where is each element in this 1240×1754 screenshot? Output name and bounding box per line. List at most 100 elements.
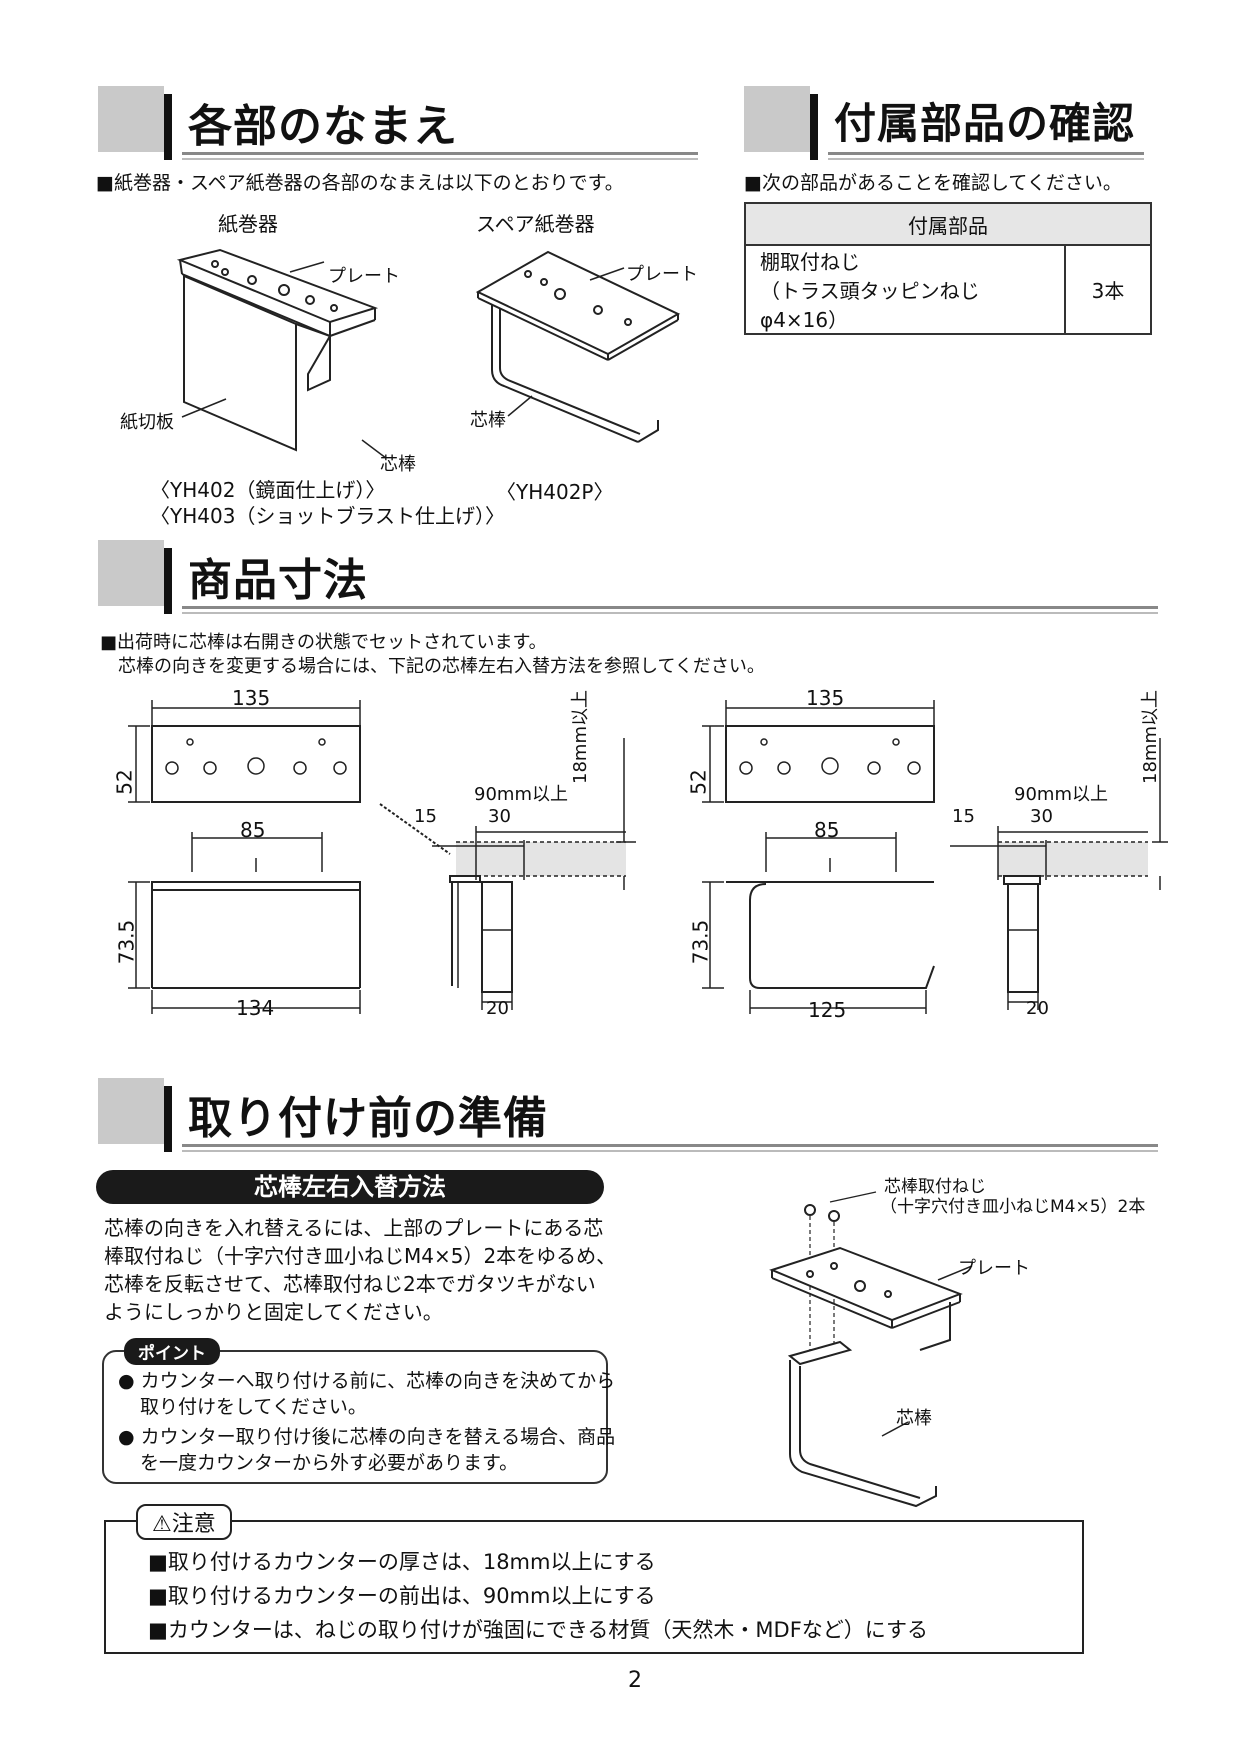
spare-illustration: [475, 250, 681, 443]
dim-125: 125: [808, 998, 847, 1022]
accessories-note: ■次の部品があることを確認してください。: [744, 172, 1122, 194]
dim-20-left: 20: [486, 998, 509, 1019]
section-header-names: 各部のなまえ: [98, 86, 698, 166]
dim-134: 134: [236, 996, 275, 1020]
point-box: [102, 1350, 608, 1484]
item-name-cell: 棚取付ねじ （トラス頭タッピンねじφ4×16）: [744, 244, 1066, 335]
caution-line-1: ■取り付けるカウンターの厚さは、18mm以上にする: [148, 1550, 656, 1574]
spare-leader-plate: [589, 267, 625, 281]
caution-line-3: ■カウンターは、ねじの取り付けが強固にできる材質（天然木・MDFなど）にする: [148, 1618, 928, 1642]
model-yh403: 〈YH403（ショットブラスト仕上げ）〉: [150, 504, 506, 528]
header-rule: [182, 1144, 1158, 1147]
caution-box: [104, 1520, 1084, 1654]
prep-body-line3: 芯棒を反転させて、芯棒取付ねじ2本でガタツキがない: [104, 1272, 596, 1296]
holder-illustration: [176, 248, 379, 452]
holder-title: 紙巻器: [218, 212, 278, 236]
section-title-accessories: 付属部品の確認: [834, 99, 1136, 148]
prep-subhead: 芯棒左右入替方法: [96, 1170, 604, 1204]
dim-52-right: 52: [686, 769, 711, 795]
header-rule: [828, 158, 1144, 160]
holder-label-cutter: 紙切板: [120, 412, 174, 433]
prep-body-line2: 棒取付ねじ（十字穴付き皿小ねじM4×5）2本をゆるめ、: [104, 1244, 617, 1268]
item-name-line1: 棚取付ねじ: [760, 250, 860, 274]
spare-leader-core: [507, 395, 533, 417]
screw-label-1: 芯棒取付ねじ: [884, 1177, 986, 1197]
table-header: 付属部品: [744, 202, 1152, 246]
header-bar: [164, 548, 172, 614]
dim-735-left: 73.5: [114, 919, 139, 965]
item-name-line2: （トラス頭タッピンねじφ4×16）: [760, 279, 980, 332]
header-rule: [182, 152, 698, 155]
dim-85-right: 85: [814, 818, 840, 842]
spare-label-plate: プレート: [626, 264, 698, 285]
dim-90-left: 90mm以上: [474, 784, 568, 805]
exploded-illustration: [769, 1191, 963, 1508]
header-bar: [164, 1086, 172, 1152]
dim-735-right: 73.5: [688, 919, 713, 965]
dim-135-left: 135: [232, 686, 271, 710]
dim-15-right: 15: [952, 806, 975, 827]
spare-side-drawing: [950, 738, 1168, 1010]
section-header-dimensions: 商品寸法: [98, 540, 1158, 620]
header-rule: [182, 1150, 1158, 1152]
dim-52-left: 52: [112, 769, 137, 795]
point-item-2: ● カウンター取り付け後に芯棒の向きを替える場合、商品 を一度カウンターから外す…: [118, 1424, 615, 1476]
dimensions-note-1: ■出荷時に芯棒は右開きの状態でセットされています。: [100, 632, 547, 653]
holder-dimension-drawing: [128, 700, 361, 1014]
page-number: 2: [628, 1668, 642, 1693]
prep-label-core: 芯棒: [896, 1408, 932, 1429]
dim-135-right: 135: [806, 686, 845, 710]
section-title-prep: 取り付け前の準備: [188, 1093, 548, 1144]
header-square: [744, 86, 810, 152]
holder-leader-cutter: [181, 398, 227, 418]
prep-body: 芯棒の向きを入れ替えるには、上部のプレートにある芯 棒取付ねじ（十字穴付き皿小ね…: [104, 1214, 616, 1326]
dim-15-left: 15: [414, 806, 437, 827]
prep-leader-core: [881, 1421, 909, 1437]
caution-tag: ⚠注意: [136, 1504, 232, 1540]
model-yh402: 〈YH402（鏡面仕上げ）〉: [150, 478, 386, 502]
header-rule: [182, 158, 698, 160]
spare-label-core: 芯棒: [470, 410, 506, 431]
prep-body-line1: 芯棒の向きを入れ替えるには、上部のプレートにある芯: [104, 1216, 604, 1240]
table-row: 棚取付ねじ （トラス頭タッピンねじφ4×16） 3本: [744, 244, 1152, 335]
header-rule: [182, 612, 1158, 614]
dim-20-right: 20: [1026, 998, 1049, 1019]
point2-line2: を一度カウンターから外す必要があります。: [140, 1452, 519, 1474]
point-item-1: ● カウンターへ取り付ける前に、芯棒の向きを決めてから 取り付けをしてください。: [118, 1368, 615, 1420]
holder-label-core: 芯棒: [380, 454, 416, 475]
item-qty-cell: 3本: [1064, 244, 1152, 335]
header-bar: [164, 94, 172, 160]
holder-label-plate: プレート: [328, 266, 400, 287]
model-yh402p: 〈YH402P〉: [496, 480, 614, 504]
point1-line2: 取り付けをしてください。: [140, 1396, 367, 1418]
bullet-icon: ●: [118, 1370, 135, 1392]
section-header-prep: 取り付け前の準備: [98, 1078, 1158, 1158]
header-rule: [182, 606, 1158, 609]
section-title-names: 各部のなまえ: [188, 101, 458, 152]
header-rule: [828, 152, 1144, 155]
bullet-icon: ●: [118, 1426, 135, 1448]
screw-label-2: （十字穴付き皿小ねじM4×5）2本: [880, 1197, 1146, 1217]
names-note: ■紙巻器・スペア紙巻器の各部のなまえは以下のとおりです。: [96, 172, 624, 194]
dim-30-right: 30: [1030, 806, 1053, 827]
point-tag: ポイント: [124, 1338, 220, 1365]
point1-line1: カウンターへ取り付ける前に、芯棒の向きを決めてから: [140, 1370, 616, 1392]
section-header-accessories: 付属部品の確認: [744, 86, 1164, 166]
caution-line-2: ■取り付けるカウンターの前出は、90mm以上にする: [148, 1584, 656, 1608]
dim-85-left: 85: [240, 818, 266, 842]
header-square: [98, 540, 164, 606]
section-title-dimensions: 商品寸法: [188, 555, 368, 606]
accessories-table: 付属部品 棚取付ねじ （トラス頭タッピンねじφ4×16） 3本: [744, 202, 1152, 335]
dim-18-right: 18mm以上: [1140, 690, 1161, 784]
holder-leader-plate: [289, 261, 325, 273]
point2-line1: カウンター取り付け後に芯棒の向きを替える場合、商品: [140, 1426, 616, 1448]
prep-leader-plate: [937, 1265, 973, 1281]
dim-18-left: 18mm以上: [570, 690, 591, 784]
prep-label-plate: プレート: [958, 1258, 1030, 1279]
dim-30-left: 30: [488, 806, 511, 827]
dimensions-note-2: 芯棒の向きを変更する場合には、下記の芯棒左右入替方法を参照してください。: [118, 656, 765, 677]
spare-dimension-drawing: [702, 700, 935, 1014]
header-square: [98, 86, 164, 152]
header-square: [98, 1078, 164, 1144]
header-bar: [810, 94, 818, 160]
